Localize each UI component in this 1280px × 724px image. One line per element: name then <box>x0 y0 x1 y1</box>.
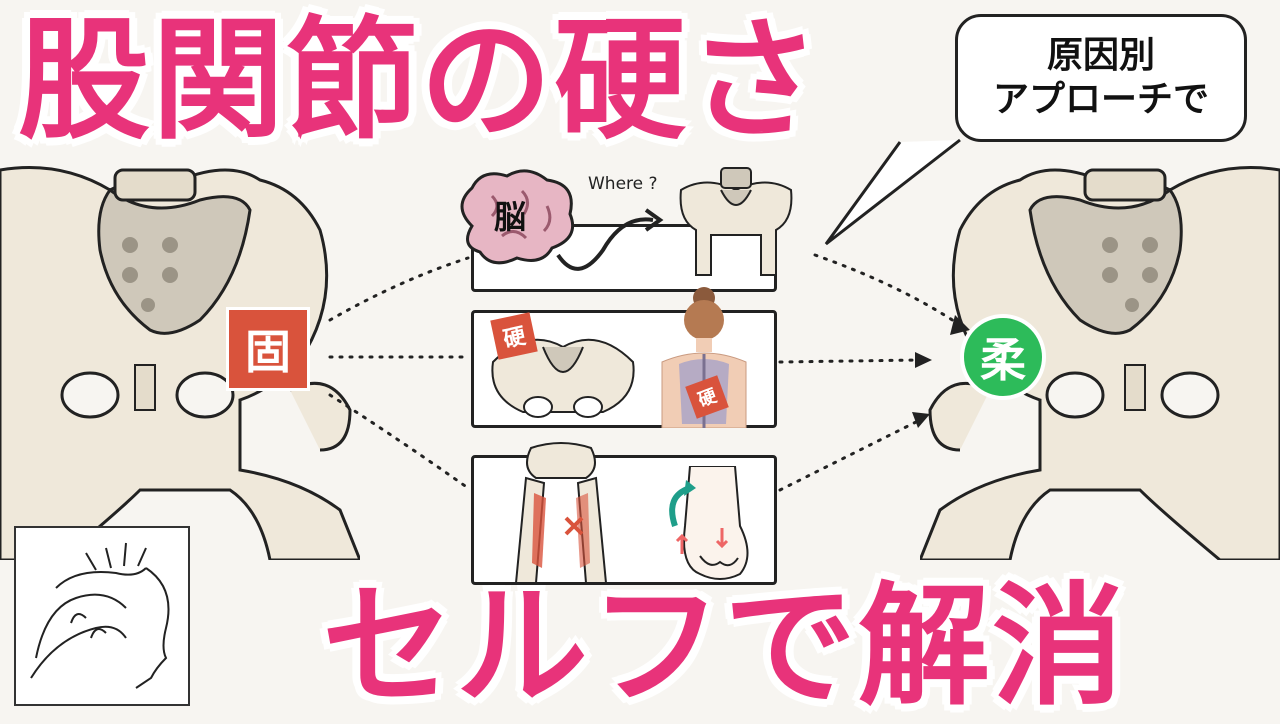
stiff-tag-pelvis: 硬 <box>490 312 538 360</box>
page-subtitle: セルフで解消 <box>322 570 1126 724</box>
small-pelvis-icon <box>679 167 793 276</box>
speech-bubble: 原因別 アプローチで <box>955 14 1247 142</box>
bubble-line-1: 原因別 <box>1046 35 1155 76</box>
bubble-line-2: アプローチで <box>992 79 1209 120</box>
brain-label: 脳 <box>494 198 527 236</box>
curved-arrow-icon <box>556 208 664 271</box>
foot-rotation-icon <box>669 466 749 580</box>
left-pelvis-illustration <box>0 166 360 560</box>
pelvis-tilt-icon <box>491 338 635 418</box>
stiff-badge: 固 <box>226 307 310 391</box>
where-label: Where ? <box>584 174 662 194</box>
channel-logo <box>14 526 190 706</box>
soft-badge: 柔 <box>960 314 1046 400</box>
leg-muscles-icon <box>514 442 608 584</box>
right-pelvis-illustration <box>920 166 1280 560</box>
brain-icon <box>460 169 575 265</box>
face-sketch-icon <box>30 542 170 689</box>
page-title: 股関節の硬さ <box>18 4 822 158</box>
